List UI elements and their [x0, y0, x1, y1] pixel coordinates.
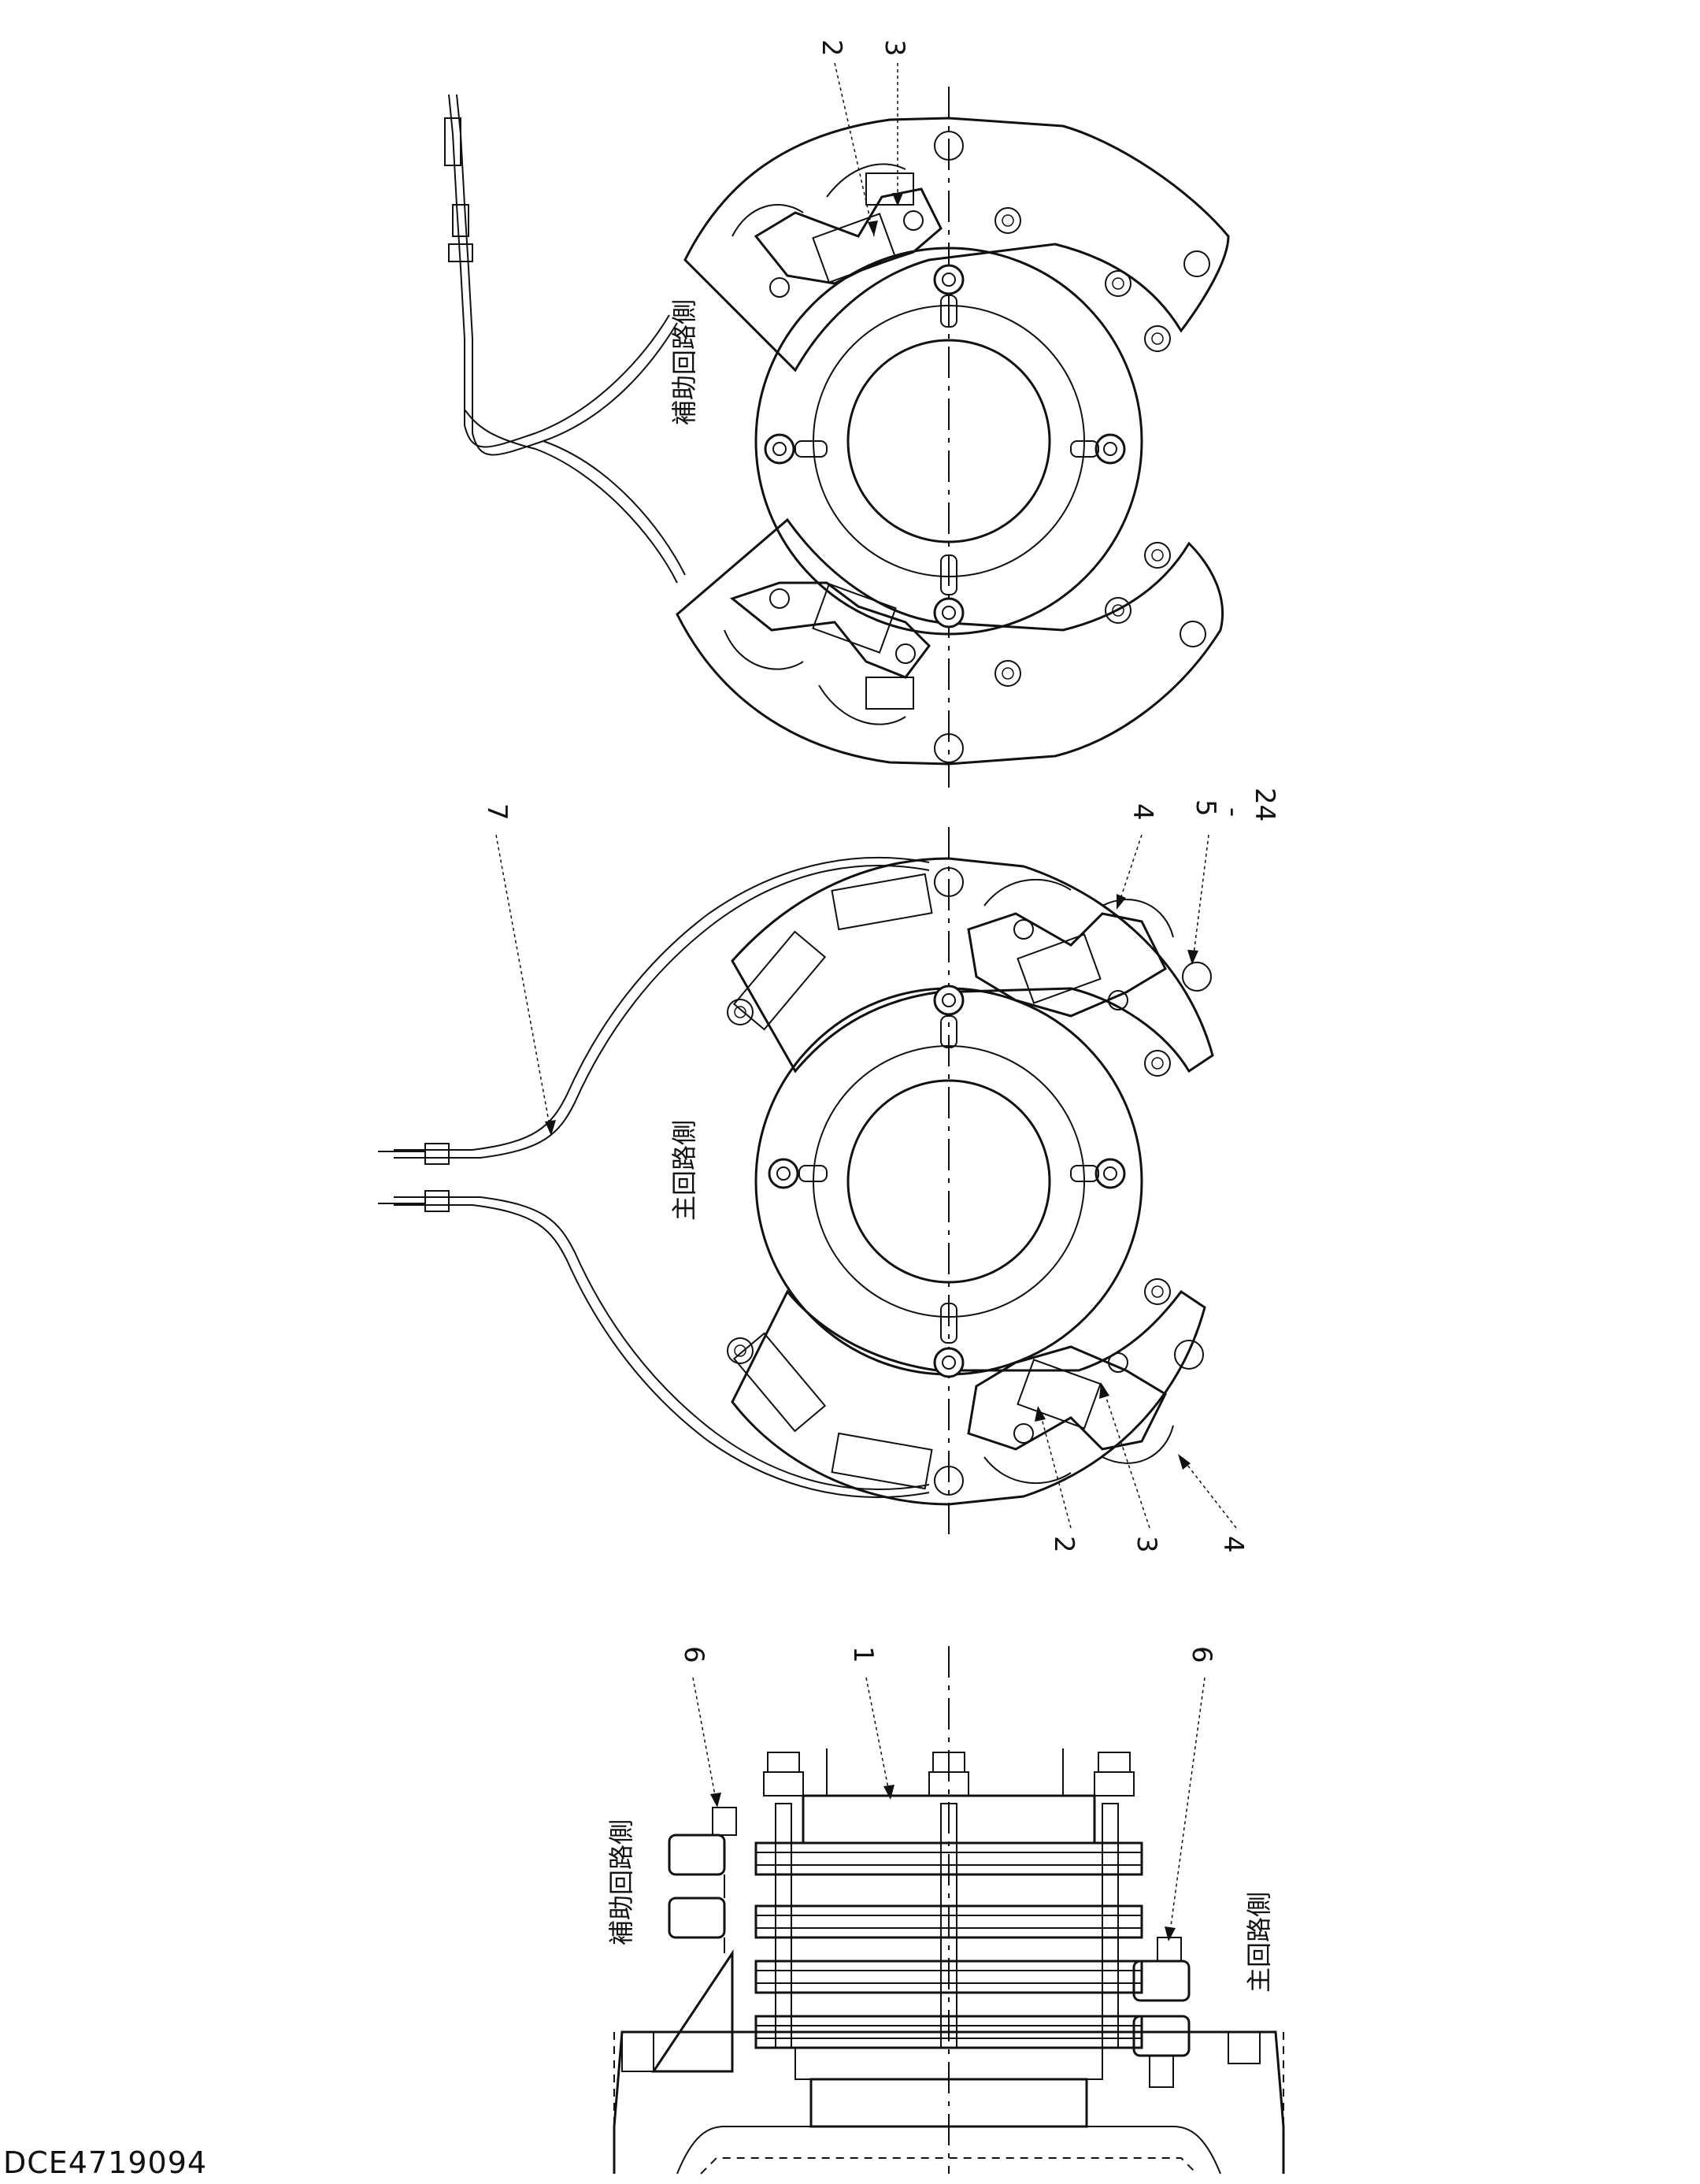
- mid-ring-bolt-left: [768, 1158, 828, 1189]
- mid-ring-bolt-bottom: [933, 1303, 965, 1378]
- callout-bot-6-left: 6: [678, 1646, 709, 1663]
- callout-mid-4-bottom: 4: [1217, 1536, 1249, 1553]
- mid-ring-bolt-top: [933, 984, 965, 1048]
- callout-24: 24: [1249, 788, 1280, 821]
- ring-bolt-left: [764, 433, 828, 465]
- callout-mid-4-top: 4: [1127, 803, 1158, 821]
- callout-bot-1: 1: [847, 1646, 879, 1663]
- callout-bot-6-right: 6: [1186, 1646, 1217, 1663]
- callout-top-2: 2: [816, 39, 847, 57]
- brush-holder-upper: [731, 163, 943, 298]
- drawing-code: DCE4719094: [3, 2145, 208, 2180]
- callout-7: 7: [481, 803, 513, 821]
- callout-5: 5: [1190, 799, 1221, 817]
- middle-brush-holder-view: [378, 827, 1237, 1536]
- callout-mid-2: 2: [1048, 1536, 1080, 1553]
- ring-bolt-top: [933, 264, 965, 328]
- label-aux-circuit-top: 補助回路側: [669, 299, 699, 425]
- side-elevation-view: [613, 1646, 1285, 2175]
- main-brush-holder-arm: [1132, 1937, 1261, 2088]
- callout-dash: -: [1217, 807, 1249, 817]
- brush-holder-lower: [724, 581, 931, 725]
- ring-bolt-bottom: [933, 554, 965, 629]
- label-aux-circuit-side: 補助回路側: [606, 1819, 636, 1945]
- ring-stack: [754, 1841, 1143, 2049]
- mid-ring-bolt-right: [1070, 1158, 1126, 1189]
- callout-mid-3: 3: [1131, 1536, 1162, 1553]
- label-main-circuit-side: 主回路側: [1244, 1892, 1274, 1993]
- callout-top-3: 3: [879, 39, 910, 57]
- aux-brush-holder-arm: [621, 1807, 737, 2073]
- mid-brush-holder-upper: [967, 878, 1174, 1018]
- label-main-circuit-mid: 主回路側: [669, 1120, 699, 1221]
- top-brush-holder-view: [444, 62, 1230, 788]
- mid-brush-holder-lower: [967, 1345, 1174, 1485]
- ring-bolt-right: [1070, 433, 1126, 465]
